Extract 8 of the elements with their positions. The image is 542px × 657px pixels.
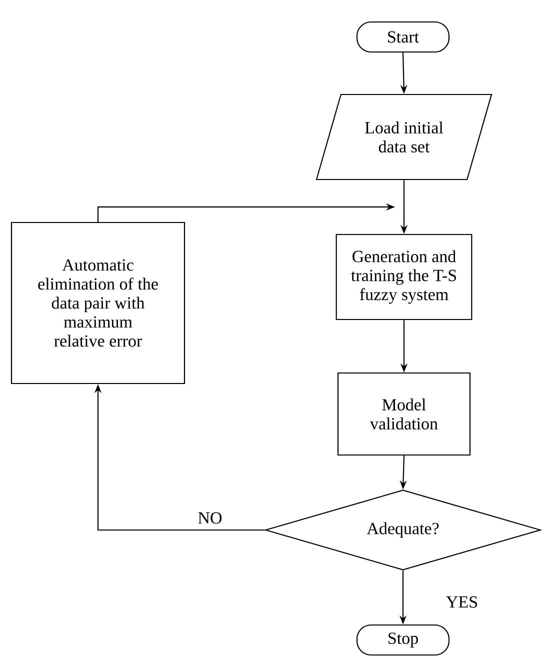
process-box: Model validation	[337, 372, 471, 456]
terminal-box: Start	[356, 21, 450, 53]
process-box: Automatic elimination of the data pair with maximum relative error	[10, 222, 186, 384]
data-parallelogram: Load initial data set	[316, 94, 492, 180]
terminal-box: Stop	[356, 624, 450, 656]
edge-label: NO	[196, 511, 224, 525]
process-box: Generation and training the T-S fuzzy system	[336, 234, 472, 320]
edge-label: YES	[444, 595, 480, 609]
